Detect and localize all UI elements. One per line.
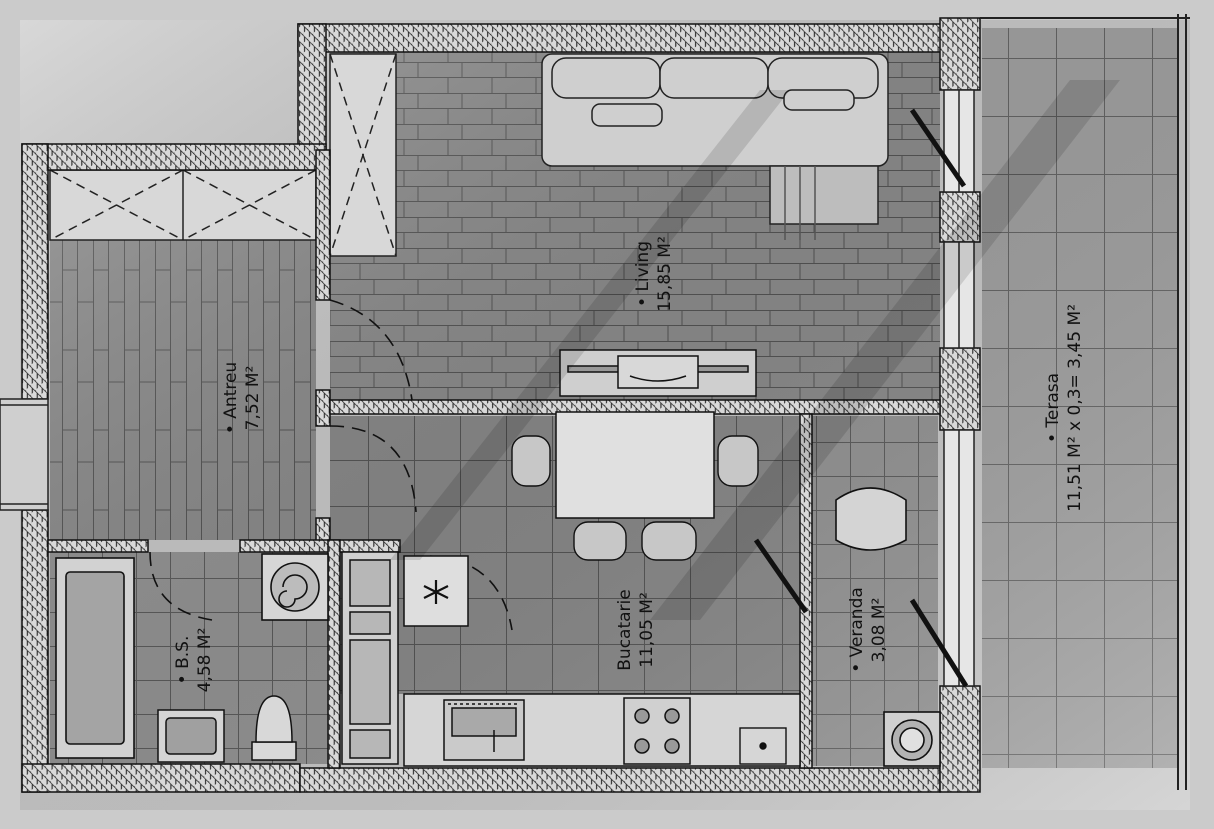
washing-machine-icon [261,553,329,621]
label-bs: • B.S. 4,58 M² [173,628,215,693]
living-closet [329,53,397,257]
door-swings [149,299,513,631]
sink-icon [443,699,525,761]
antreu-closet [49,169,317,241]
label-antreu: • Antreu 7,52 M² [221,362,263,434]
light-streaks [390,80,1120,620]
terrace-railing [980,14,1190,790]
dining-chairs [511,435,759,561]
bathtub [55,557,135,759]
toilet-icon [251,695,297,761]
bucatarie-name: Bucatarie [615,589,635,670]
boiler-icon [883,711,941,767]
bs-name: • B.S. [173,636,193,685]
antreu-name: • Antreu [221,362,241,434]
tv-unit [559,349,757,397]
kitchen-tall-units [341,551,399,765]
veranda-name: • Veranda [847,587,867,673]
bath-sink [157,709,225,763]
small-appliance [739,727,787,765]
door-leaves [753,108,969,688]
veranda-area: 3,08 M² [869,598,889,663]
label-living: • Living 15,85 M² [633,236,675,312]
bs-area: 4,58 M² [195,628,215,693]
terasa-area: 11,51 M² x 0,3= 3,45 M² [1065,304,1085,512]
walls [21,17,981,793]
dining-table [555,411,715,519]
sofa [541,53,889,240]
bucatarie-area: 11,05 M² [637,592,657,668]
antreu-area: 7,52 M² [243,366,263,431]
veranda-armchair [835,487,907,551]
label-veranda: • Veranda 3,08 M² [847,587,889,673]
terasa-name: • Terasa [1043,373,1063,443]
label-terasa: • Terasa 11,51 M² x 0,3= 3,45 M² [1043,304,1085,512]
living-area: 15,85 M² [655,236,675,312]
snowflake-icon [403,555,469,627]
label-bucatarie: Bucatarie 11,05 M² [615,589,657,670]
stove-icon [623,697,691,765]
windows [0,89,975,687]
living-name: • Living [633,241,653,307]
